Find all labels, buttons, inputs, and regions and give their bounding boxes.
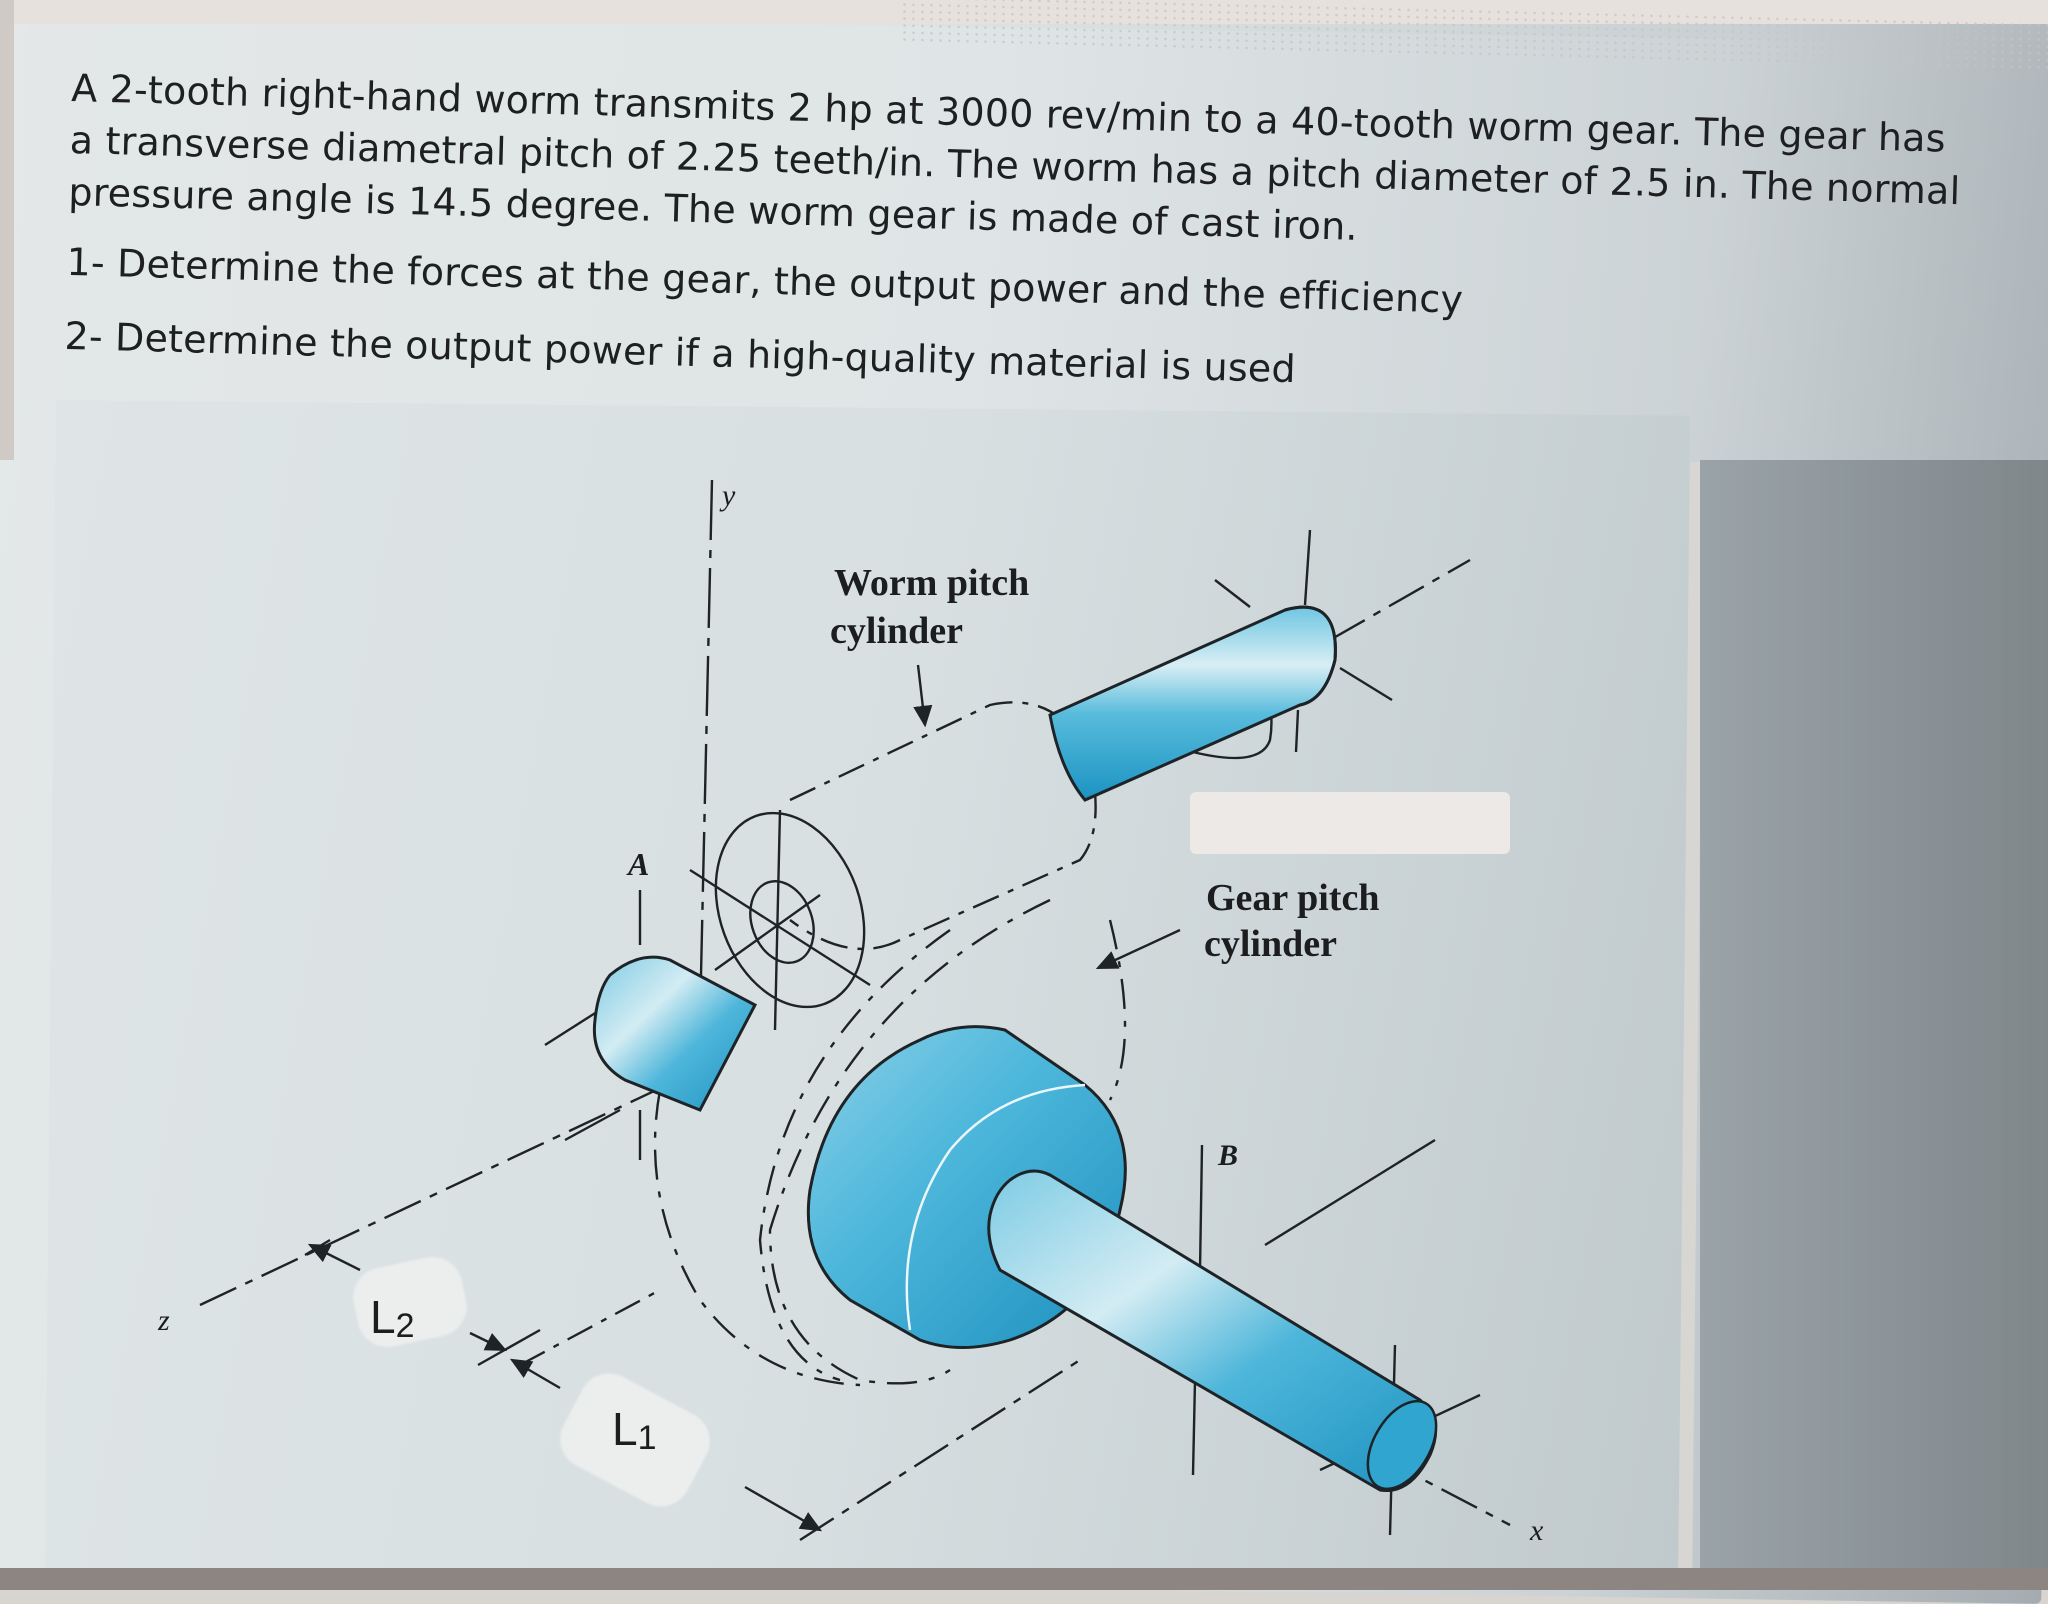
worm-pitch-label-2: cylinder [830, 610, 963, 652]
dim-l1-label: L1 [612, 1403, 657, 1457]
gear-output-shaft [987, 1169, 1438, 1493]
y-axis-line [698, 479, 714, 1021]
dim-l1-arrow-b [744, 1485, 823, 1532]
worm-end-ellipse-inner [749, 880, 815, 964]
right-side-panel [1700, 460, 2048, 1570]
y-axis-label: y [719, 479, 736, 512]
bottom-taskbar [0, 1568, 2048, 1590]
left-scrollbar-edge[interactable] [0, 0, 14, 460]
z-axis-line [199, 1058, 721, 1307]
gear-pitch-label-1: Gear pitch [1206, 877, 1379, 919]
worm-axis-line [1329, 558, 1471, 642]
label-patch-blank [1190, 792, 1510, 854]
gear-pitch-arrow [1095, 928, 1181, 970]
worm-stub-shaft-a [592, 955, 758, 1112]
dim-l2-label: L2 [370, 1291, 415, 1345]
worm-pitch-arrow [913, 664, 933, 728]
gear-pitch-label-2: cylinder [1204, 923, 1337, 965]
dim-l2-arrow-b [469, 1331, 508, 1352]
z-axis-label: z [157, 1304, 170, 1337]
gear-pitch-cylinder-outer [758, 929, 951, 1382]
bearing-b-label: B [1217, 1139, 1238, 1172]
dim-l1-arrow-a [509, 1358, 561, 1390]
worm-input-shaft [1048, 605, 1337, 802]
bearing-a-label: A [626, 846, 649, 882]
x-axis-label: x [1529, 1514, 1544, 1547]
dim-l2-arrow-a [307, 1243, 361, 1272]
gear-pitch-cylinder-front [1108, 919, 1127, 1101]
worm-pitch-cylinder [789, 701, 1097, 951]
bearing-b-line [1198, 1144, 1204, 1271]
worm-pitch-label-1: Worm pitch [834, 562, 1029, 604]
worm-end-ellipse-outer [714, 811, 866, 1009]
